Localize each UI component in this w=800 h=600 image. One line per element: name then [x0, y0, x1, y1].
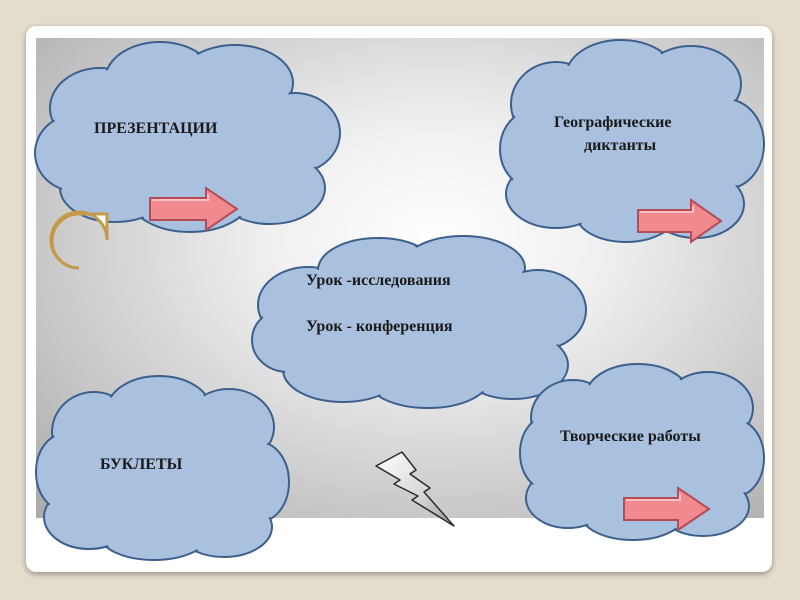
cloud-label-presentations: ПРЕЗЕНТАЦИИ — [94, 120, 218, 137]
cloud-lessons: Урок -исследования Урок - конференция — [248, 230, 590, 410]
cloud-label-geo-line1: Географические — [554, 114, 672, 131]
cloud-shape — [519, 363, 765, 541]
cloud-shape — [34, 41, 341, 233]
right-arrow-icon — [623, 486, 711, 532]
right-arrow-icon — [149, 186, 239, 232]
cloud-creative-works: Творческие работы — [518, 358, 765, 542]
cloud-label-creative-works: Творческие работы — [560, 428, 701, 445]
cloud-label-lesson-research: Урок -исследования — [306, 272, 451, 289]
cloud-presentations: ПРЕЗЕНТАЦИИ — [30, 38, 341, 233]
cloud-booklets: БУКЛЕТЫ — [34, 372, 290, 562]
speech-bubble-icon — [49, 210, 109, 270]
cloud-label-lesson-conference: Урок - конференция — [306, 318, 453, 335]
cloud-shape — [35, 375, 290, 561]
cloud-shape — [251, 235, 587, 409]
right-arrow-icon — [637, 198, 723, 244]
cloud-label-geo-line2: диктанты — [584, 137, 657, 154]
cloud-label-booklets: БУКЛЕТЫ — [100, 456, 183, 473]
lightning-bolt-icon — [375, 451, 455, 527]
